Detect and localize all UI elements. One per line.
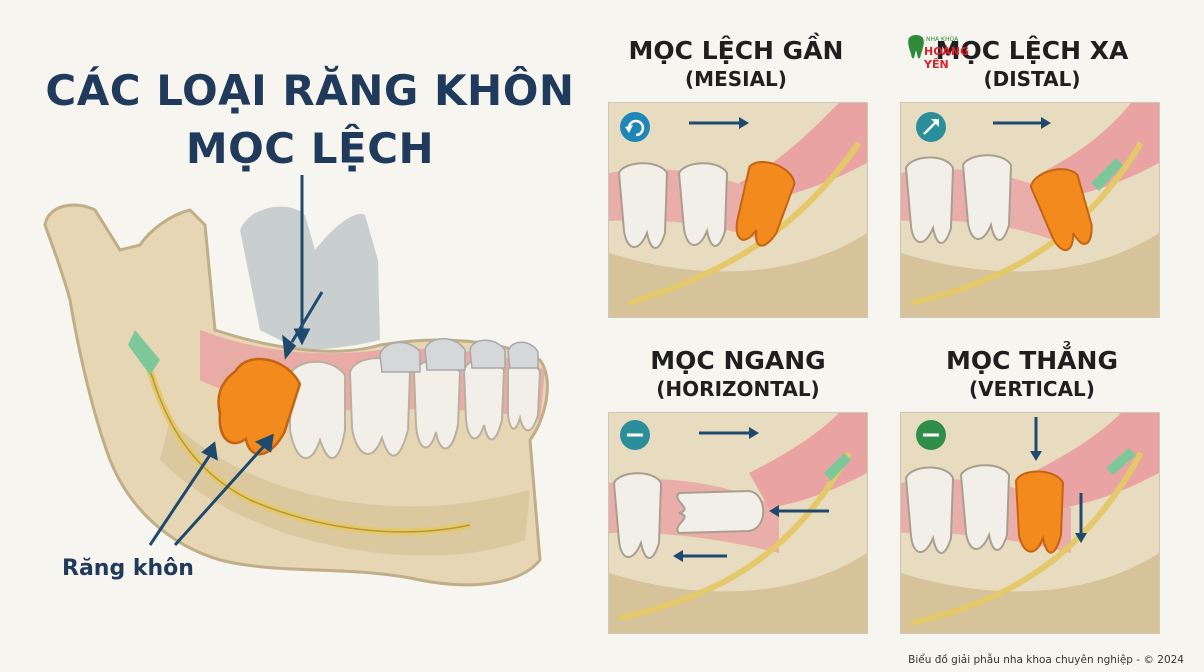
panel-horizontal-title: MỌC NGANG	[650, 346, 826, 375]
panel-vertical	[900, 412, 1160, 634]
pointer-arrows	[148, 175, 324, 547]
main-title: CÁC LOẠI RĂNG KHÔN MỌC LỆCH	[30, 62, 590, 178]
upper-ramus	[240, 206, 380, 350]
main-title-line1: CÁC LOẠI RĂNG KHÔN	[45, 66, 575, 115]
main-title-line2: MỌC LỆCH	[185, 124, 435, 173]
panel-mesial-title: MỌC LỆCH GẦN	[628, 36, 844, 65]
wisdom-tooth	[217, 357, 302, 456]
panel-distal-subtitle: (DISTAL)	[983, 67, 1081, 91]
panel-horizontal	[608, 412, 868, 634]
panel-distal	[900, 102, 1160, 318]
molar-teeth	[289, 357, 542, 460]
panel-horizontal-subtitle: (HORIZONTAL)	[656, 377, 820, 401]
mandible-inner	[160, 420, 530, 556]
footer-caption: Biểu đồ giải phẫu nha khoa chuyên nghiệp…	[908, 654, 1184, 666]
brand-logo: NHA KHOA HOÀNG YẾN	[906, 32, 980, 72]
rotate-ccw-icon	[620, 112, 650, 142]
wisdom-tooth-label: Răng khôn	[62, 556, 194, 581]
tooth-logo-icon	[908, 35, 924, 59]
logo-brand: HOÀNG YẾN	[924, 45, 970, 71]
jaw-illustration	[43, 175, 549, 587]
logo-tagline: NHA KHOA	[926, 36, 959, 43]
panel-mesial-subtitle: (MESIAL)	[685, 67, 787, 91]
panel-mesial	[608, 102, 868, 318]
panel-vertical-subtitle: (VERTICAL)	[969, 377, 1095, 401]
panel-vertical-title: MỌC THẲNG	[946, 346, 1118, 375]
panel-distal-title: MỌC LỆCH XA	[935, 36, 1129, 65]
